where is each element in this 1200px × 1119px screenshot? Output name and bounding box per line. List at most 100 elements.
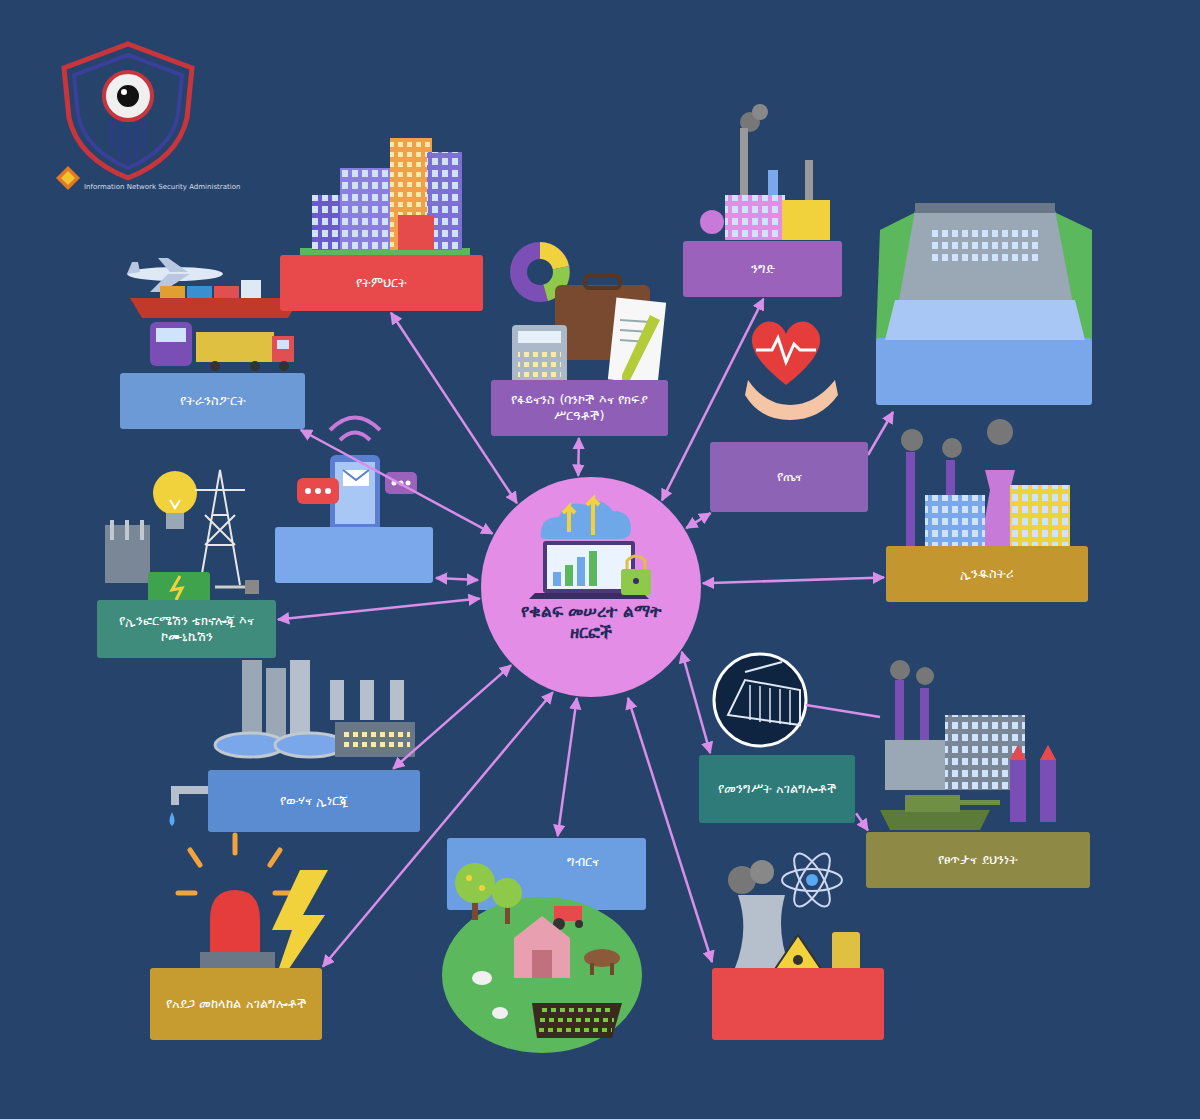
nuclear-illustration [750,860,774,884]
hub-icon-part [553,572,561,586]
sector-label: የፋይናንስ (ባንኮች እና የክፍያ ሥርዓቶች) [499,392,660,425]
communication-icons [297,478,339,504]
farm-part [610,963,614,975]
hub-illustration [481,477,701,697]
nuclear-illustration [787,849,836,912]
security-illustration [890,660,910,680]
sector-label: የፀጥታና ደህንነት [938,852,1017,868]
security-illustration [1040,745,1056,822]
security-illustration [1010,745,1026,760]
connector-arrow [686,513,710,528]
farm-part [532,1003,622,1038]
sector-label: የትራንስፖርት [180,393,246,409]
finance-icons [527,259,553,285]
school-buildings [398,215,434,250]
energy-icons [105,470,259,602]
government-icon [750,685,790,725]
leader-arrow [868,412,893,455]
transport-vehicles [196,332,274,362]
dam-illustration [930,225,1040,265]
industry-factory [925,495,985,547]
hub-icon-part [563,507,575,532]
sector-box: የኢንፎርሜሽን ቴክኖሎጂ እና ኮሙኒኬሽን [97,600,276,658]
farm-part [575,920,583,928]
industry-factory [942,438,962,458]
sector-box: ግብርና [447,838,646,910]
farm-part [590,963,594,975]
transport-vehicles [272,336,294,362]
health-heart [756,338,816,362]
nuclear-illustration [787,849,836,912]
communication-icons [343,470,369,486]
communication-icons [275,527,433,583]
hub-icon-part [547,545,631,589]
hub-icon-part [627,556,645,569]
energy-icons [148,572,210,602]
energy-icons [166,513,184,529]
finance-icons [512,325,567,385]
agency-logo [74,55,182,168]
nuclear-illustration [735,895,790,968]
agency-logo [117,85,139,107]
agency-logo [56,44,192,190]
agency-logo [104,72,152,120]
finance-icons [622,315,660,385]
finance-icons [518,331,561,343]
nuclear-illustration [712,849,884,1040]
energy-icons [172,576,182,600]
hub-icon-part [633,578,639,584]
water-plant [390,680,404,720]
disaster-siren [200,952,275,968]
dam-illustration [876,203,1092,405]
leader-arrow [436,578,478,580]
connector-arrow [856,813,868,830]
industry-factory [906,452,915,547]
dam-illustration [885,300,1085,340]
agency-logo [56,166,80,190]
leader-arrow [628,698,712,962]
farm-part [466,875,472,881]
nuclear-illustration [712,968,884,1040]
government-icon [714,654,806,746]
industry-factory [1010,485,1070,547]
industry-factory [901,419,1070,547]
industry-factory [925,495,985,547]
trade-factory [700,210,724,234]
trade-factory [805,160,813,200]
sector-label: የትምህርት [356,275,407,291]
trade-factory [740,128,748,200]
energy-icons [245,580,259,594]
transport-vehicles [160,286,185,298]
transport-vehicles [127,258,300,371]
transport-vehicles [130,298,300,318]
communication-icons [343,470,369,480]
water-plant [175,790,208,805]
trade-factory [725,195,785,240]
connector-arrow [301,430,493,534]
hub-icon-part [577,557,585,586]
water-plant [335,722,415,757]
trade-factory [752,104,768,120]
sector-box: የትምህርት [280,255,483,311]
communication-icons [275,418,433,584]
farm-part [492,878,522,908]
farm-part [492,1007,508,1019]
security-illustration [916,667,934,685]
agency-logo [112,120,144,166]
energy-icons [112,520,142,540]
sector-label: የመንግሥት አገልግሎቶች [718,781,836,797]
finance-icons [518,348,561,380]
security-illustration [880,660,1056,830]
sector-box: የውሃና ኢነርጂ [208,770,420,832]
nuclear-illustration [806,874,818,886]
health-heart [745,380,838,420]
transport-vehicles [277,340,289,349]
industry-factory [901,429,923,451]
communication-icons [305,488,311,494]
hub-icon-part [621,569,651,595]
transport-vehicles [156,328,186,342]
connector-arrow [577,438,580,476]
health-heart [745,321,838,420]
trade-factory [725,195,785,240]
